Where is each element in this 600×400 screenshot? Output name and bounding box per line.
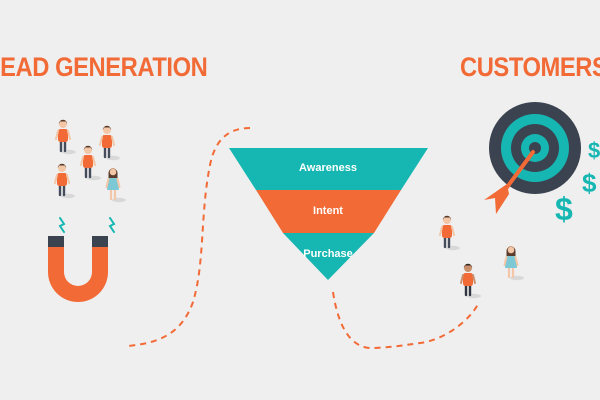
lead-to-funnel-dashed-path xyxy=(127,127,251,347)
funnel-stage-purchase xyxy=(283,233,374,280)
sales-funnel xyxy=(229,148,428,280)
lead-people-group xyxy=(53,118,128,204)
dollar-icon: $ xyxy=(555,191,573,227)
lead-generation-heading: LEAD GENERATION xyxy=(0,52,208,82)
person-icon xyxy=(459,262,483,300)
funnel-to-customers-dashed-path xyxy=(332,291,479,350)
person-icon xyxy=(79,144,103,182)
funnel-label-purchase: Purchase xyxy=(303,248,353,260)
person-icon xyxy=(98,124,122,162)
person-icon xyxy=(438,214,462,252)
funnel-label-awareness: Awareness xyxy=(299,162,357,174)
dollar-icon: $ xyxy=(588,138,600,163)
person-icon xyxy=(54,118,78,156)
magnet-icon xyxy=(48,217,116,302)
funnel-stage-intent xyxy=(256,190,401,233)
customers-heading: CUSTOMERS xyxy=(460,52,600,82)
arrow-icon xyxy=(484,150,535,214)
person-icon xyxy=(53,162,77,200)
dollar-icon: $ xyxy=(582,168,597,198)
person-icon xyxy=(105,166,128,204)
person-icon xyxy=(503,244,526,282)
customer-people-group xyxy=(438,214,526,300)
funnel-stage-awareness xyxy=(229,148,428,190)
target-icon xyxy=(489,102,581,194)
funnel-label-intent: Intent xyxy=(313,205,343,217)
